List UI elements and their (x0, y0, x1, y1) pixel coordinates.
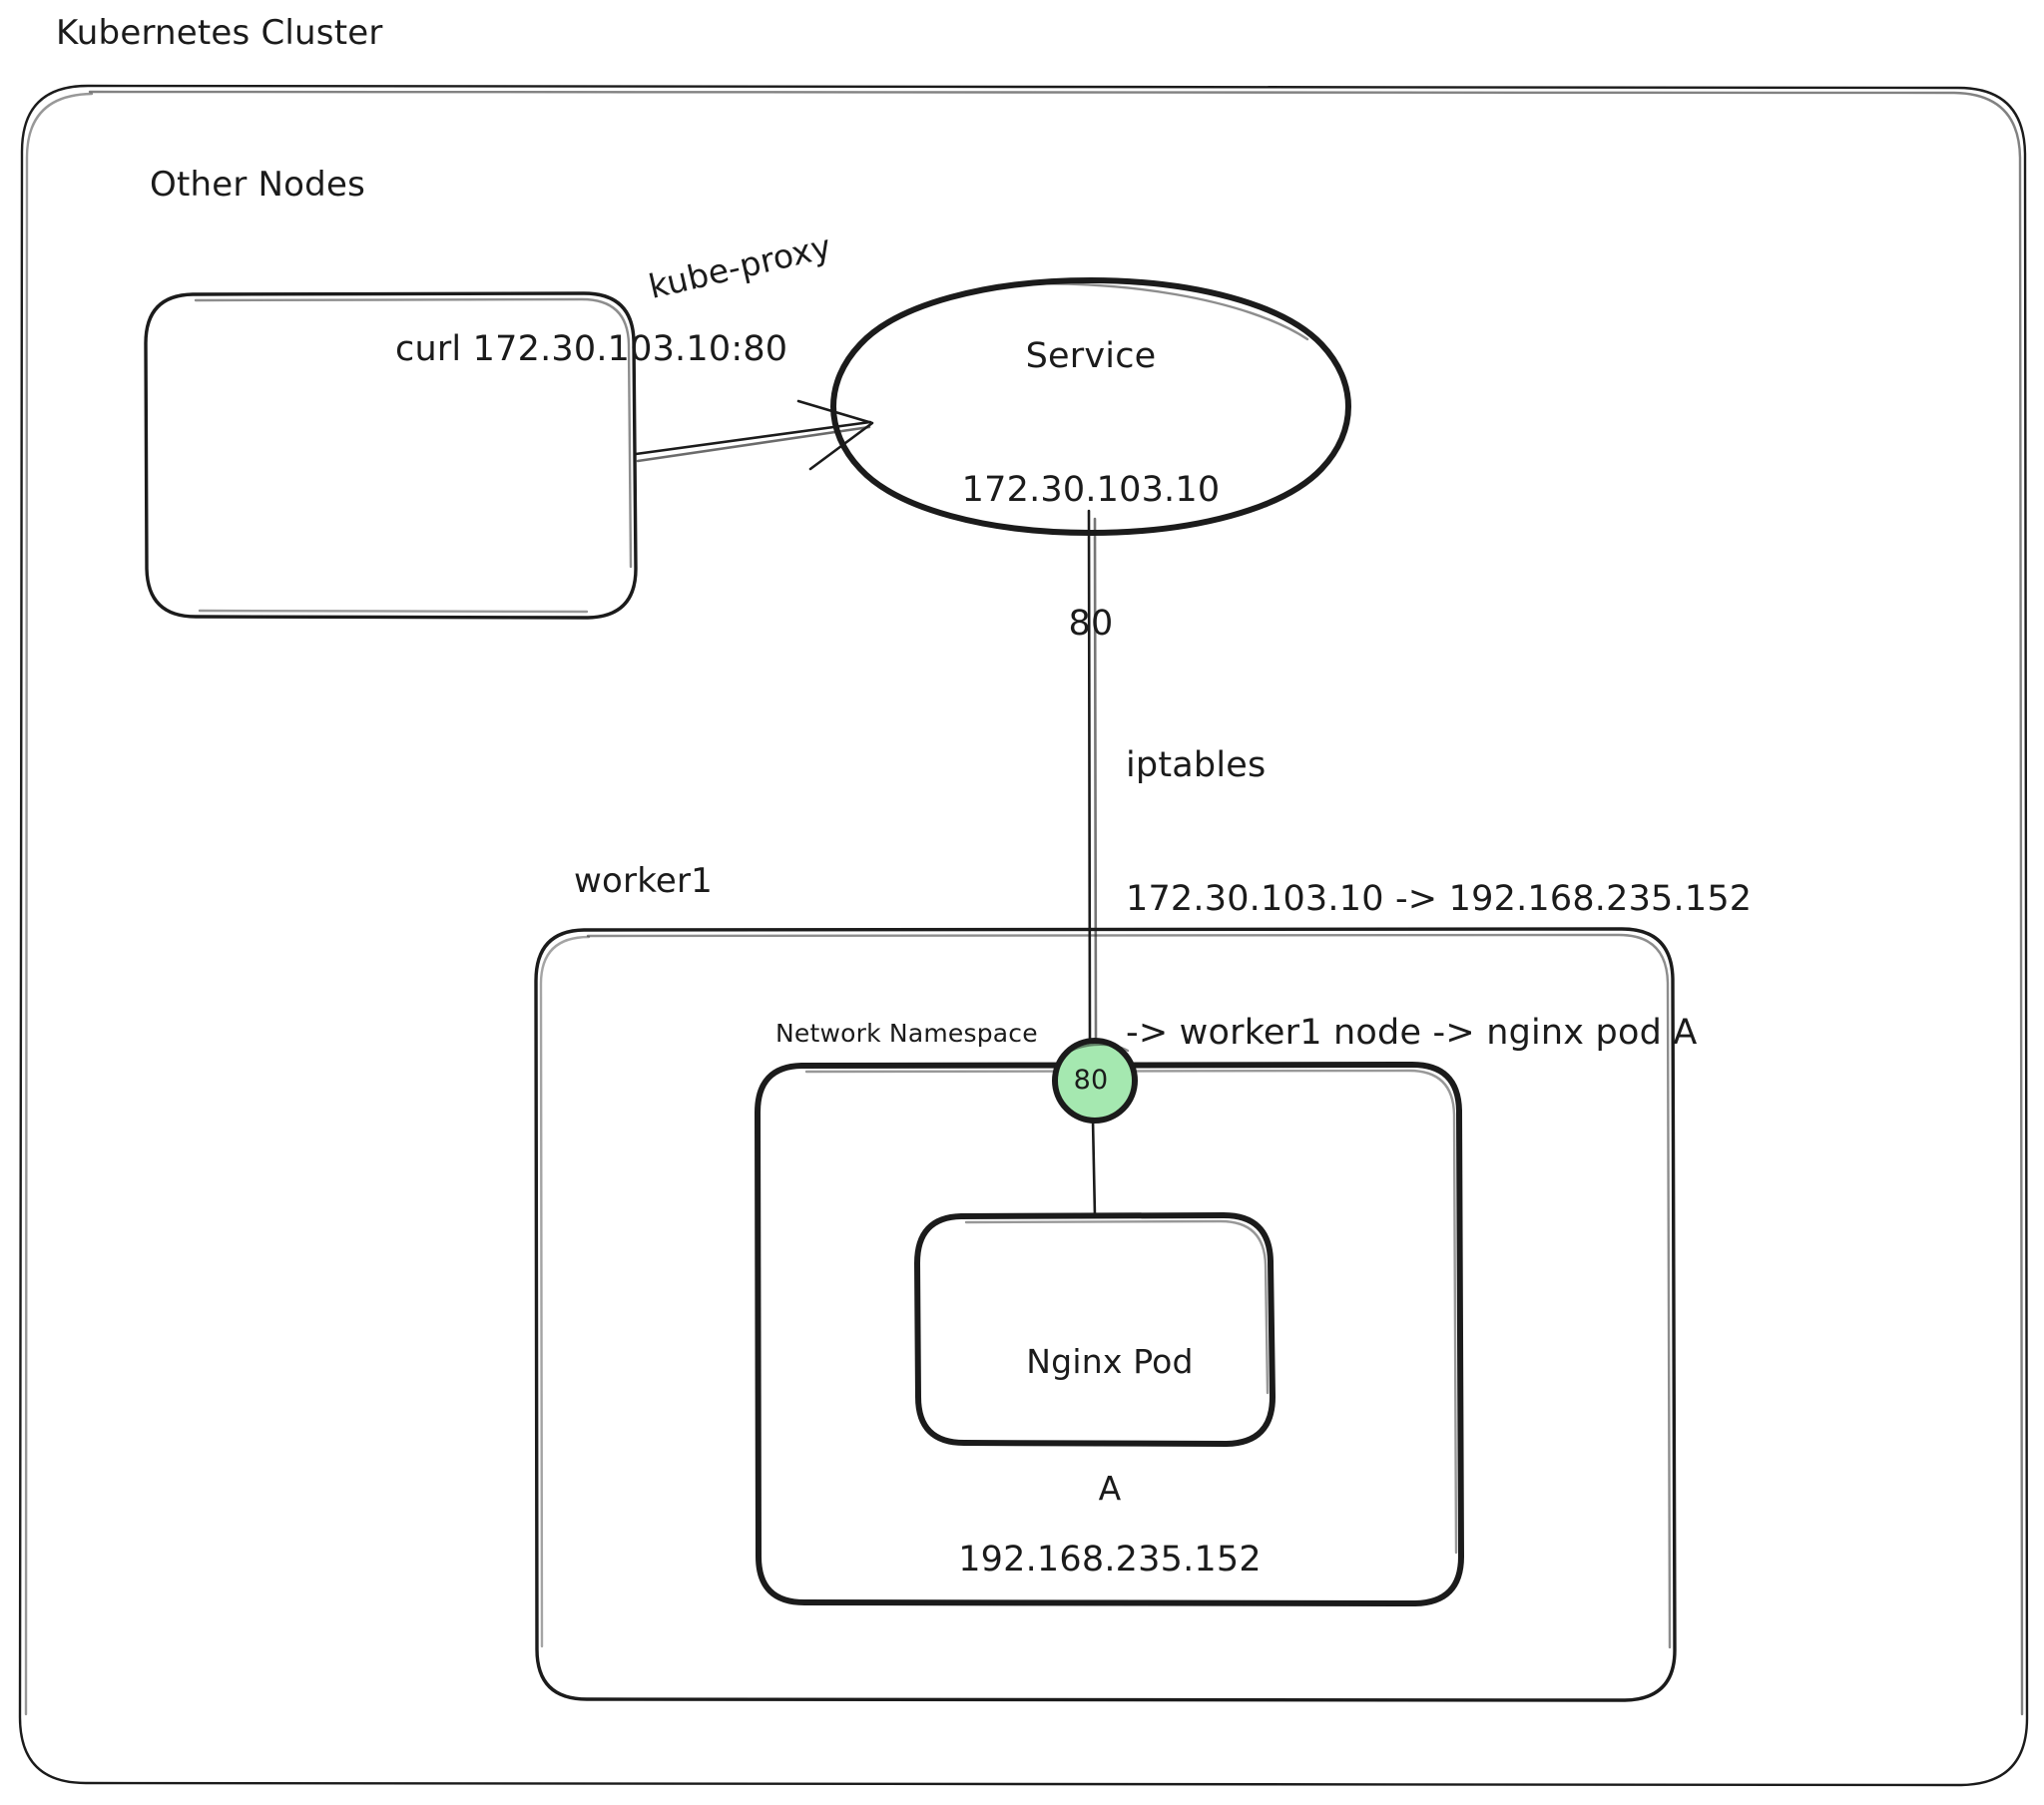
pod-ip-label: 192.168.235.152 (958, 1540, 1262, 1579)
worker1-group-label: worker1 (574, 861, 713, 901)
iptables-line2: 172.30.103.10 -> 192.168.235.152 (1126, 878, 1753, 919)
service-node-line3: 80 (1068, 604, 1114, 645)
edge-kube-proxy (634, 399, 874, 471)
nginx-pod-box-shape (914, 1212, 1276, 1447)
edge-badge-to-pod (1091, 1118, 1097, 1218)
service-node-line1: Service (1025, 335, 1157, 376)
nginx-pod-text: Nginx Pod A (1026, 1257, 1193, 1594)
edge-iptables (1087, 509, 1098, 1043)
other-nodes-box-shape (144, 291, 638, 620)
curl-command-text: curl 172.30.103.10:80 (395, 329, 788, 369)
iptables-line1: iptables (1126, 744, 1267, 785)
port-badge-shape (1052, 1038, 1138, 1124)
worker1-box-shape (534, 927, 1677, 1702)
port-badge-label: 80 (1073, 1065, 1109, 1096)
iptables-line3: -> worker1 node -> nginx pod A (1126, 1013, 1698, 1054)
network-namespace-box-shape (755, 1062, 1464, 1606)
service-node-text: Service 172.30.103.10 80 (962, 244, 1221, 736)
nginx-pod-line1: Nginx Pod (1026, 1342, 1194, 1382)
cluster-container-shape (18, 84, 2029, 1787)
iptables-edge-label: iptables 172.30.103.10 -> 192.168.235.15… (1126, 654, 1752, 1145)
nginx-pod-line2: A (1098, 1469, 1122, 1509)
service-ellipse-shape (830, 277, 1351, 536)
cluster-title: Kubernetes Cluster (56, 13, 383, 53)
service-node-line2: 172.30.103.10 (961, 469, 1221, 510)
network-namespace-group-label: Network Namespace (775, 1019, 1038, 1048)
other-nodes-group-label: Other Nodes (150, 165, 365, 205)
